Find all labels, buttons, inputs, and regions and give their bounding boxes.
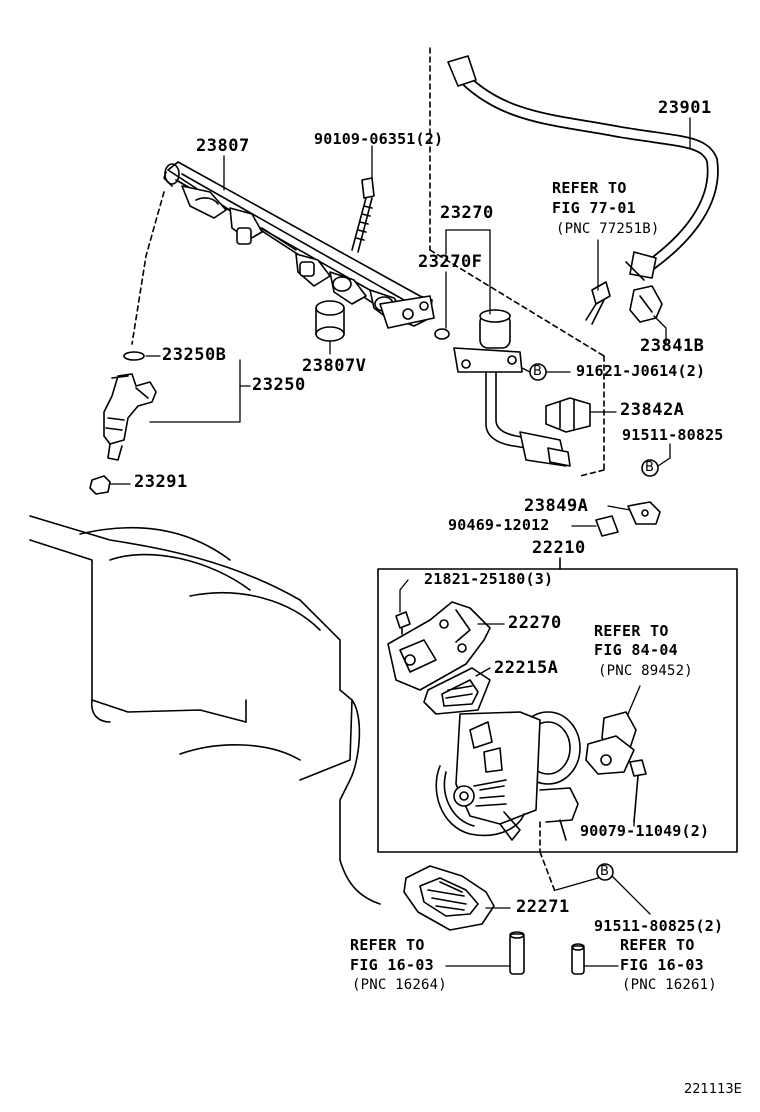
fuel-hose-23901 — [447, 55, 719, 281]
label-90079: 90079-11049(2) — [580, 822, 710, 840]
b-marker-circles — [529, 363, 659, 881]
label-22270: 22270 — [508, 613, 562, 633]
label-91511-2: 91511-80825(2) — [594, 917, 724, 935]
dashed-reference-lines — [429, 47, 605, 477]
bracket-23842A — [545, 397, 591, 433]
refer-fig77-line3: (PNC 77251B) — [556, 221, 660, 237]
screw-90469 — [595, 515, 619, 537]
refer-fig84-line3: (PNC 89452) — [598, 663, 693, 679]
label-23291: 23291 — [134, 472, 188, 492]
label-91621: 91621-J0614(2) — [576, 362, 706, 380]
pressure-regulator — [453, 309, 571, 467]
b-marker: B — [600, 864, 609, 879]
refer-fig16-b-line1: REFER TO — [620, 936, 695, 954]
clamp-23849A — [627, 501, 661, 525]
refer-fig84-line1: REFER TO — [594, 622, 669, 640]
throttle-body — [435, 711, 581, 841]
alignment-line-injector — [131, 191, 165, 345]
label-23250B: 23250B — [162, 345, 227, 365]
figure-code: 221113E — [684, 1082, 742, 1097]
sensor-fig84 — [585, 711, 637, 775]
label-22215A: 22215A — [494, 658, 559, 678]
screw-90079 — [629, 759, 647, 823]
refer-fig84-line2: FIG 84-04 — [594, 641, 678, 659]
label-90109: 90109-06351(2) — [314, 130, 444, 148]
refer-fig16-b-line2: FIG 16-03 — [620, 956, 704, 974]
intake-manifold — [29, 515, 381, 905]
alignment-line-throttle — [539, 821, 557, 895]
label-23842A: 23842A — [620, 400, 685, 420]
screw-21821 — [395, 611, 411, 635]
label-90469: 90469-12012 — [448, 516, 550, 534]
refer-fig77-line2: FIG 77-01 — [552, 199, 636, 217]
refer-fig16-a-line1: REFER TO — [350, 936, 425, 954]
label-23901: 23901 — [658, 98, 712, 118]
insulator-23291 — [89, 475, 111, 495]
label-91511: 91511-80825 — [622, 426, 724, 444]
label-23270F: 23270F — [418, 252, 483, 272]
refer-fig16-b-line3: (PNC 16261) — [622, 977, 717, 993]
bolt-90109 — [351, 177, 375, 253]
label-23807V: 23807V — [302, 356, 367, 376]
hose-end-fig77 — [585, 281, 611, 325]
label-23807: 23807 — [196, 136, 250, 156]
refer-fig16-a-line3: (PNC 16264) — [352, 977, 447, 993]
gasket-22271 — [403, 865, 495, 931]
spacer-23807V — [315, 300, 345, 342]
leader-lines — [109, 117, 691, 967]
fuel-injector — [103, 373, 157, 461]
gasket-22215A — [423, 667, 491, 715]
clip-23841B — [629, 285, 663, 323]
fuel-delivery-pipe — [163, 161, 435, 329]
label-23849A: 23849A — [524, 496, 589, 516]
b-marker: B — [645, 460, 654, 475]
label-23270: 23270 — [440, 203, 494, 223]
o-ring-23250B — [123, 351, 145, 361]
o-ring-23270F — [434, 328, 450, 340]
label-23250: 23250 — [252, 375, 306, 395]
label-23841B: 23841B — [640, 336, 705, 356]
throttle-body-frame — [377, 568, 738, 853]
sensor-22270 — [387, 601, 491, 691]
label-21821: 21821-25180(3) — [424, 570, 554, 588]
label-22271: 22271 — [516, 897, 570, 917]
hose-16261 — [571, 943, 585, 975]
hose-16264 — [509, 931, 525, 975]
refer-fig16-a-line2: FIG 16-03 — [350, 956, 434, 974]
b-marker: B — [533, 364, 542, 379]
refer-fig77-line1: REFER TO — [552, 179, 627, 197]
label-22210: 22210 — [532, 538, 586, 558]
